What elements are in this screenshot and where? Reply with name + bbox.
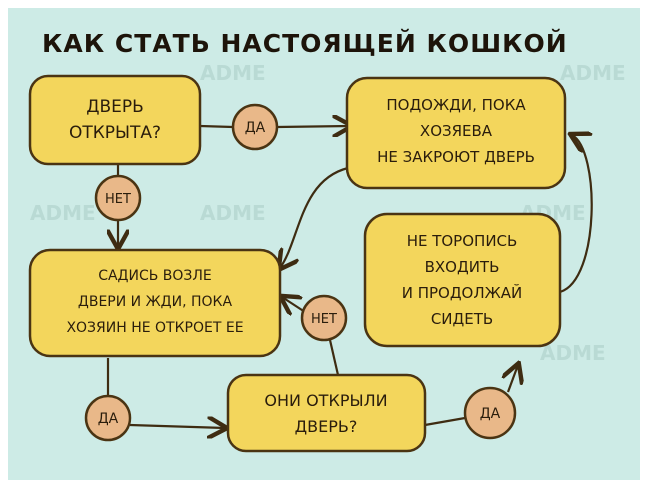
svg-text:ADME: ADME: [200, 201, 266, 225]
svg-text:НЕТ: НЕТ: [311, 312, 337, 327]
label-yes-1: ДА: [231, 103, 279, 151]
svg-text:ДА: ДА: [98, 411, 119, 427]
watermarks: ADME ADME ADME ADME ADME ADME: [30, 61, 626, 365]
connectors: [106, 126, 593, 428]
svg-text:НЕТ: НЕТ: [105, 192, 131, 207]
svg-text:ДА: ДА: [245, 120, 266, 136]
page-title: КАК СТАТЬ НАСТОЯЩЕЙ КОШКОЙ: [42, 29, 568, 58]
label-yes-2: ДА: [84, 394, 132, 442]
label-no-2: НЕТ: [300, 294, 348, 342]
label-yes-3: ДА: [463, 386, 517, 440]
label-no-1: НЕТ: [94, 174, 142, 222]
svg-text:ADME: ADME: [200, 61, 266, 85]
svg-text:ДА: ДА: [480, 406, 501, 422]
svg-text:ADME: ADME: [30, 201, 96, 225]
svg-text:ADME: ADME: [560, 61, 626, 85]
svg-text:ADME: ADME: [540, 341, 606, 365]
